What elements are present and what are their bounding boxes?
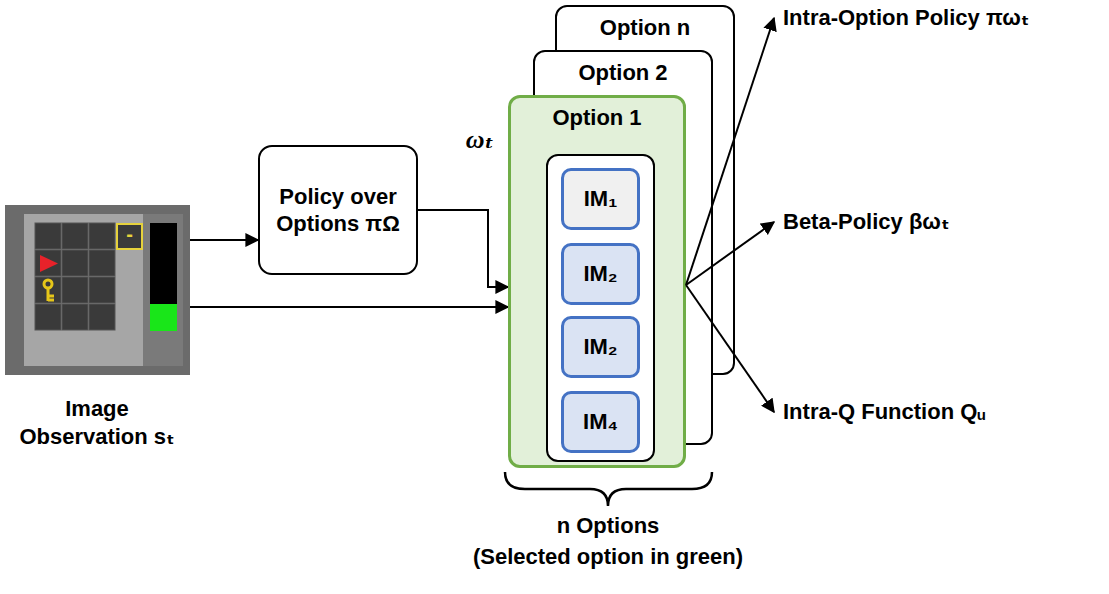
im-box: IM₂: [561, 243, 640, 305]
box-label: Option 1: [552, 104, 641, 132]
image-caption: Image Observation sₜ: [12, 395, 182, 450]
agent-triangle: [40, 255, 58, 272]
output-label: Intra-Q Function Qᵤ: [783, 398, 985, 426]
brace: [505, 472, 712, 506]
box-label: Option n: [600, 14, 690, 42]
flow-arrow: [190, 306, 508, 308]
flow-arrow: [418, 210, 508, 287]
module-label: IM₂: [583, 333, 617, 361]
im-box: IM₂: [561, 316, 640, 378]
option-variable: ωₜ: [455, 124, 505, 157]
flow-arrow: [190, 239, 258, 241]
module-label: IM₂: [583, 260, 617, 288]
group-note: (Selected option in green): [438, 543, 778, 571]
output-label: Beta-Policy βωₜ: [783, 208, 949, 236]
im-box: IM₁: [561, 168, 640, 230]
policy-box: Policy over Options πΩ: [258, 145, 418, 275]
key-icon: [44, 280, 54, 301]
image-observation: Image Observation sₜ: [5, 205, 190, 375]
group-label: n Options: [458, 512, 758, 540]
module-label: IM₄: [583, 408, 618, 436]
selected-option-box: IM₁ IM₂ IM₂ IM₄ Option 1: [508, 95, 686, 468]
output-label: Intra-Option Policy πωₜ: [783, 4, 1029, 32]
module-label: IM₁: [584, 185, 618, 213]
box-label: Option 2: [578, 59, 667, 87]
gridworld-image: [5, 205, 190, 375]
cell-symbol: -: [117, 222, 142, 247]
box-label: Policy over Options πΩ: [268, 183, 408, 238]
im-box: IM₄: [561, 391, 640, 453]
